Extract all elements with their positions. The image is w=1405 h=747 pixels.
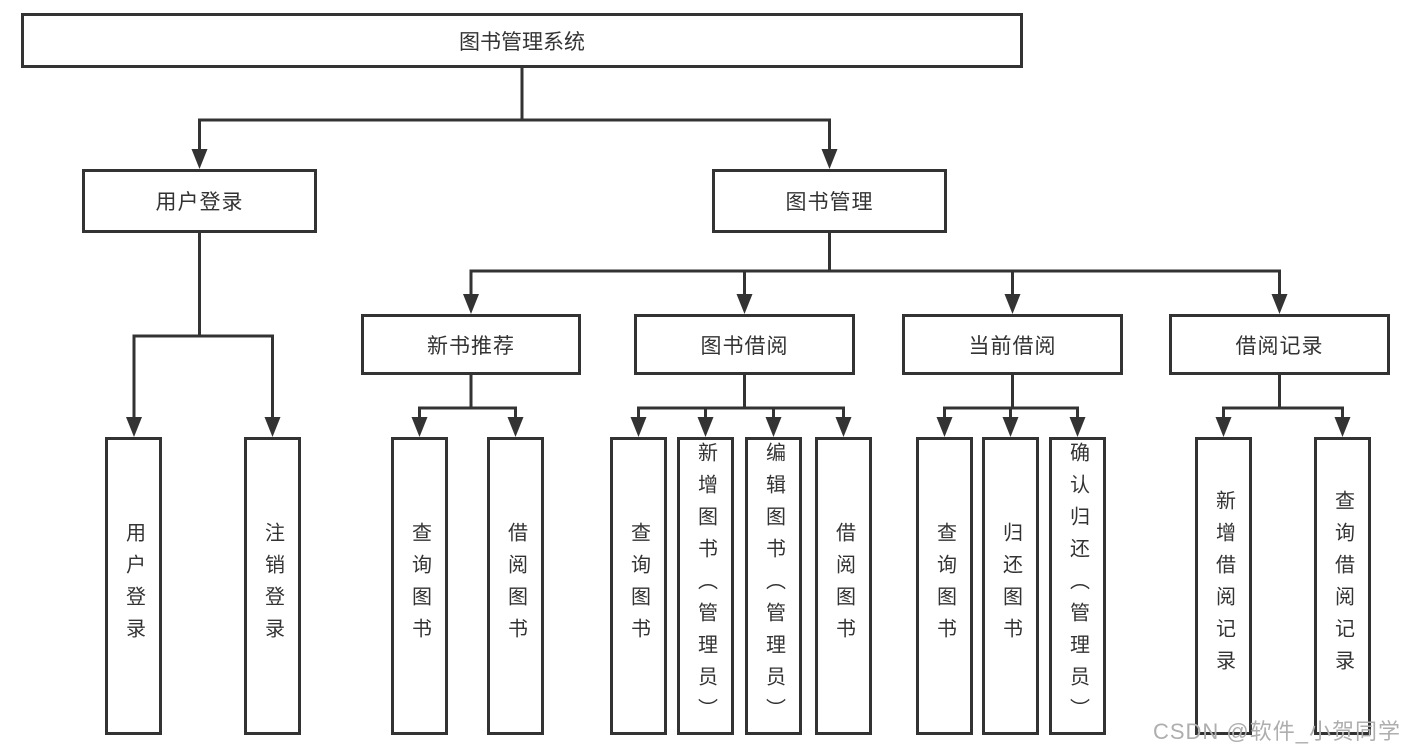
node-system-root: 图书管理系统 [21,13,1023,68]
node-new-book-recommend-label: 新书推荐 [427,334,515,358]
leaf-borrow-books: 借阅图书 [815,437,872,735]
leaf-borrow-books-recommend: 借阅图书 [487,437,544,735]
leaf-confirm-return-admin-label: 确认归还（管理员） [1066,442,1089,730]
leaf-return-books-label: 归还图书 [999,522,1022,650]
leaf-add-borrow-record-label: 新增借阅记录 [1212,490,1235,682]
leaf-confirm-return-admin: 确认归还（管理员） [1049,437,1106,735]
node-book-management-label: 图书管理 [785,191,874,214]
leaf-add-borrow-record: 新增借阅记录 [1195,437,1252,735]
leaf-query-books-borrow: 查询图书 [610,437,667,735]
leaf-borrow-books-recommend-label: 借阅图书 [504,522,527,650]
leaf-return-books: 归还图书 [982,437,1039,735]
leaf-edit-book-admin: 编辑图书（管理员） [745,437,802,735]
leaf-query-books-borrow-label: 查询图书 [627,522,650,650]
node-user-login-label: 用户登录 [155,191,244,214]
node-borrow-records-label: 借阅记录 [1235,334,1324,358]
node-current-borrow: 当前借阅 [902,314,1123,375]
leaf-add-book-admin: 新增图书（管理员） [677,437,734,735]
node-user-login: 用户登录 [82,169,317,233]
node-system-root-label: 图书管理系统 [459,30,585,54]
leaf-query-books-recommend-label: 查询图书 [408,522,431,650]
leaf-add-book-admin-label: 新增图书（管理员） [694,442,717,730]
leaf-query-borrow-record: 查询借阅记录 [1314,437,1371,735]
leaf-borrow-books-label: 借阅图书 [832,522,855,650]
leaf-query-books-recommend: 查询图书 [391,437,448,735]
leaf-query-borrow-record-label: 查询借阅记录 [1331,490,1354,682]
leaf-edit-book-admin-label: 编辑图书（管理员） [762,442,785,730]
leaf-user-login: 用户登录 [105,437,162,735]
leaf-user-login-label: 用户登录 [122,522,145,650]
csdn-watermark: CSDN @软件_小贺同学 [1152,719,1401,744]
node-new-book-recommend: 新书推荐 [361,314,581,375]
leaf-query-books-current-label: 查询图书 [933,522,956,650]
leaf-logout: 注销登录 [244,437,301,735]
leaf-logout-label: 注销登录 [261,522,284,650]
node-book-management: 图书管理 [712,169,947,233]
arrowheads [126,149,1351,437]
leaf-query-books-current: 查询图书 [916,437,973,735]
node-book-borrow-label: 图书借阅 [700,334,789,358]
node-borrow-records: 借阅记录 [1169,314,1390,375]
node-current-borrow-label: 当前借阅 [968,334,1057,358]
node-book-borrow: 图书借阅 [634,314,855,375]
